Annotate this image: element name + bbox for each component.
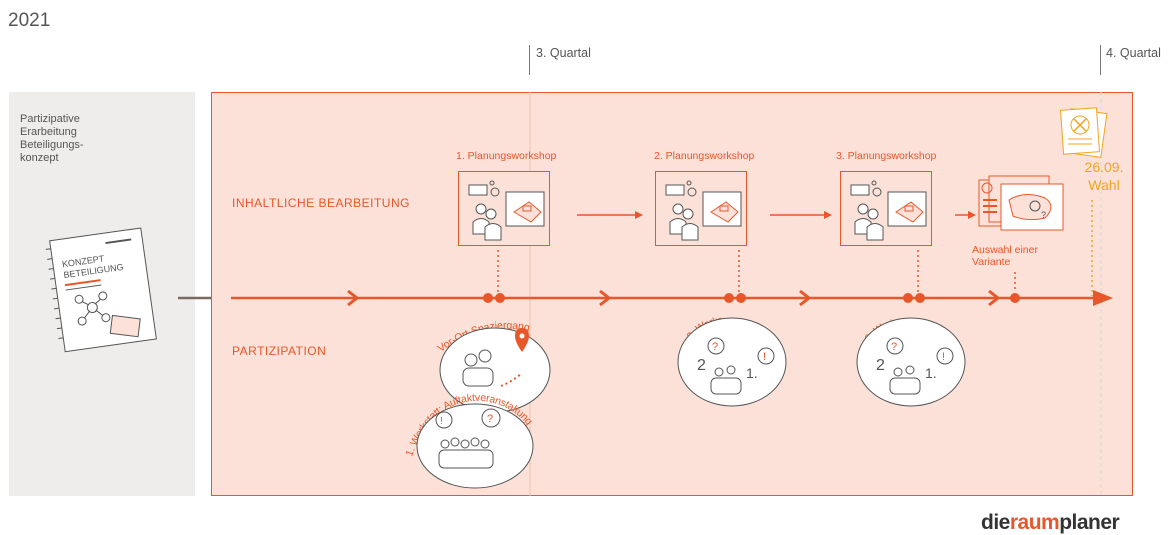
timeline-chevrons bbox=[347, 289, 1001, 307]
svg-text:?: ? bbox=[712, 341, 718, 353]
svg-text:?: ? bbox=[1041, 210, 1046, 220]
svg-text:?: ? bbox=[891, 341, 897, 353]
section-participation-label: PARTIZIPATION bbox=[232, 344, 327, 358]
participation-illustrations: Vor-Ort-Spaziergang 1. Werkstatt: Auftak… bbox=[211, 300, 966, 489]
election-label: 26.09. Wahl bbox=[1084, 159, 1124, 193]
svg-text:3. Werkstatt: 3. Werkstatt bbox=[211, 300, 901, 343]
ballot-icon bbox=[1059, 107, 1108, 158]
dotted-connectors bbox=[497, 200, 1093, 296]
timeline-arrowhead bbox=[1093, 290, 1113, 306]
q4-dashed-line bbox=[1100, 92, 1102, 496]
werkstatt-3-label: 3. Werkstatt bbox=[211, 300, 901, 343]
workshop-1-title: 1. Planungsworkshop bbox=[456, 150, 557, 162]
arrow-ws1-ws2 bbox=[577, 211, 643, 219]
workshop-3-illustration bbox=[850, 180, 927, 241]
year-label: 2021 bbox=[8, 10, 51, 31]
workshop-2-title: 2. Planungsworkshop bbox=[654, 150, 755, 162]
timeline-nodes bbox=[483, 293, 1020, 303]
arrow-ws3-variant bbox=[955, 211, 976, 219]
svg-text:!: ! bbox=[942, 351, 945, 363]
workshop-3-box bbox=[840, 171, 932, 246]
workshop-1-illustration bbox=[468, 180, 545, 241]
concept-booklet-icon: KONZEPT BETEILIGUNG bbox=[45, 227, 157, 353]
kickoff-bubble: ! ? bbox=[416, 403, 534, 489]
q4-marker-line bbox=[1100, 45, 1101, 75]
section-content-label: INHALTLICHE BEARBEITUNG bbox=[232, 196, 410, 210]
q3-label: 3. Quartal bbox=[536, 46, 591, 60]
variant-plans-icon: ? bbox=[978, 175, 1064, 231]
concept-panel-text: Partizipative Erarbeitung Beteiligungs- … bbox=[20, 113, 84, 164]
arrow-ws2-ws3 bbox=[770, 211, 832, 219]
svg-text:!: ! bbox=[763, 351, 766, 363]
svg-text:!: ! bbox=[440, 416, 443, 427]
process-box bbox=[211, 92, 1133, 496]
q3-dashed-line bbox=[529, 92, 531, 496]
q3-marker-line bbox=[529, 45, 530, 75]
werkstatt-3-bubble: ? ! 2 1. bbox=[856, 317, 966, 407]
walk-bubble bbox=[439, 327, 551, 413]
svg-text:?: ? bbox=[487, 413, 493, 425]
svg-text:1.: 1. bbox=[925, 365, 937, 381]
workshop-2-illustration bbox=[665, 180, 742, 241]
workshop-2-box bbox=[655, 171, 747, 246]
svg-text:2: 2 bbox=[697, 357, 706, 374]
timeline bbox=[231, 289, 1113, 307]
workshop-3-title: 3. Planungsworkshop bbox=[836, 150, 937, 162]
werkstatt-2-bubble: ? ! 2 1. bbox=[677, 317, 787, 407]
svg-text:2: 2 bbox=[876, 357, 885, 374]
svg-text:1.: 1. bbox=[746, 365, 758, 381]
q4-label: 4. Quartal bbox=[1106, 46, 1161, 60]
workshop-1-box bbox=[458, 171, 550, 246]
variant-caption: Auswahl einer Variante bbox=[972, 244, 1038, 268]
brand-logo: dieraumplaner bbox=[981, 511, 1120, 534]
